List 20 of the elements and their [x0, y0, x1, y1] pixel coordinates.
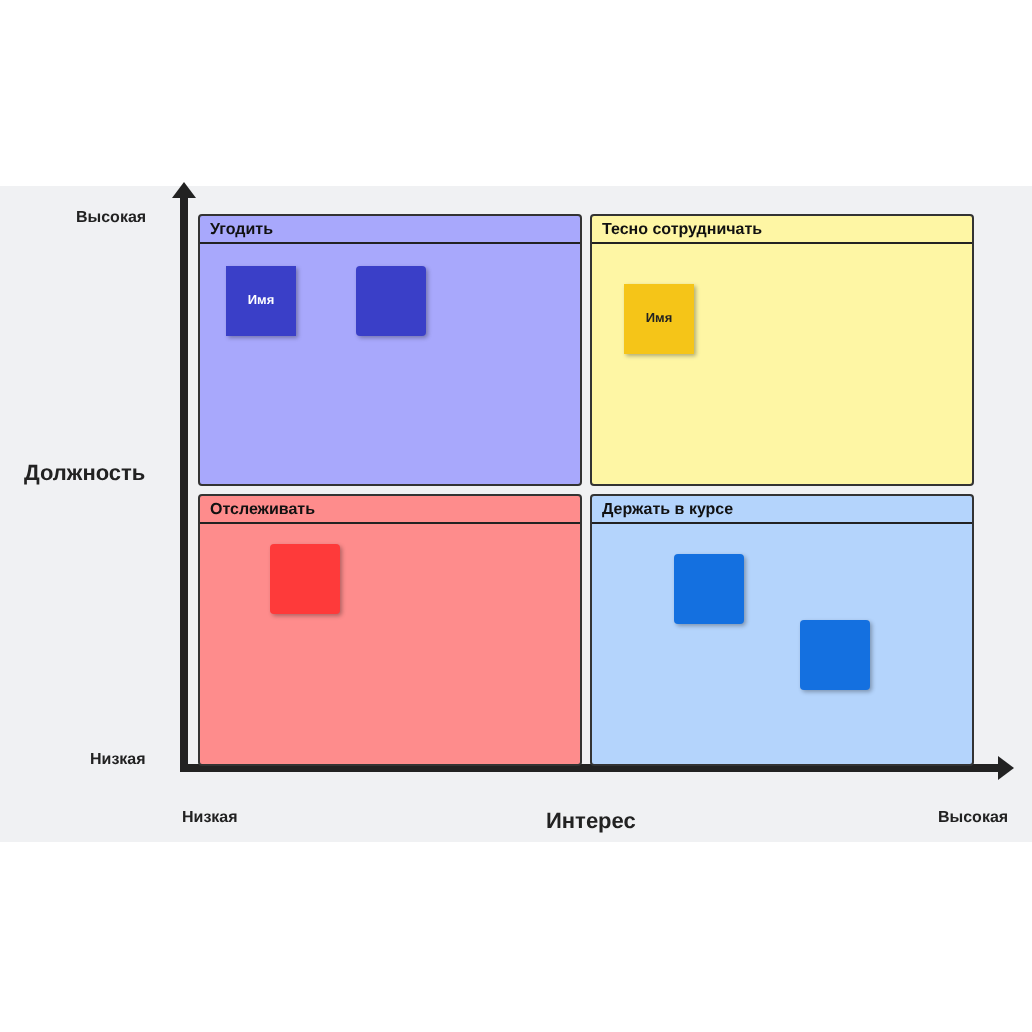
sticky-note	[356, 266, 426, 336]
quadrant-title: Держать в курсе	[592, 496, 972, 524]
axis-level-label: Низкая	[90, 750, 146, 768]
axis-level-label: Высокая	[938, 808, 1009, 826]
quadrant-title: Тесно сотрудничать	[592, 216, 972, 244]
sticky-note	[226, 266, 296, 336]
sticky-note	[800, 620, 870, 690]
axis-level-label: Высокая	[76, 208, 147, 226]
quadrant-title: Отслеживать	[200, 496, 580, 524]
sticky-note	[270, 544, 340, 614]
quadrant-panel	[590, 214, 974, 486]
sticky-note	[674, 554, 744, 624]
axis-title: Интерес	[546, 810, 636, 834]
quadrant-title: Угодить	[200, 216, 580, 244]
quadrant-panel	[198, 214, 582, 486]
axis-title: Должность	[24, 462, 146, 486]
quadrant-panel	[198, 494, 582, 766]
quadrant-panel	[590, 494, 974, 766]
sticky-note	[624, 284, 694, 354]
axis-level-label: Низкая	[182, 808, 238, 826]
